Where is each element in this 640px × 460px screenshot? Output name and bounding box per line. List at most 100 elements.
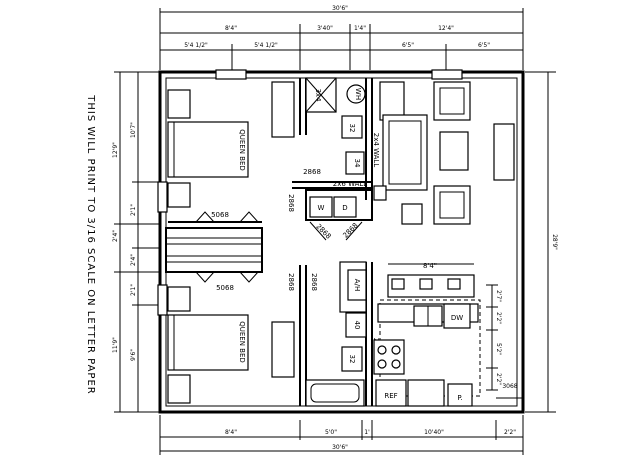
wall-2x6-label: 2x6 WALL: [333, 180, 368, 188]
bed-top-label: QUEEN BED: [238, 129, 246, 171]
washer: [309, 196, 333, 218]
laundry-box: [305, 189, 373, 221]
dim-top-sub-a: 5'4 1/2": [184, 42, 208, 49]
bedroom-top: QUEEN BED 5068: [167, 81, 295, 229]
pantry: [447, 383, 473, 407]
dim-left-a: 10'7": [130, 122, 137, 138]
left-dimensions: 10'7" 12'9" 2'1" 2'4" 2'4" 2'1" 9'6" 11'…: [112, 71, 162, 413]
door-2868-d-label: 2868: [341, 221, 359, 239]
bedroom-bottom: 5068 QUEEN BED: [167, 271, 295, 404]
dim-right-b: 2'2": [495, 312, 502, 324]
refrigerator: [375, 379, 407, 407]
queen-bed-bottom: [167, 314, 249, 371]
living-room: [373, 81, 515, 225]
tv-console: [493, 123, 515, 181]
dim-bottom-b: 5'0": [325, 429, 337, 436]
queen-bed-top: [167, 121, 249, 178]
dim-top-sub-b: 5'4 1/2": [254, 42, 278, 49]
water-heater: [346, 84, 366, 104]
washer-label: W: [318, 204, 325, 212]
kitchen-width-label: 8'4": [423, 262, 437, 270]
dryer: [333, 196, 357, 218]
dim-bottom-overall: 30'6": [332, 444, 348, 451]
end-table-top-left: [379, 81, 405, 121]
dim-left-d: 2'4": [112, 230, 119, 242]
t34-label: 34: [353, 159, 361, 168]
bathroom-bottom: 2868 2868 A/H 40 32 2x4 WALL: [287, 261, 380, 407]
dim-bottom-c: 1': [364, 429, 370, 436]
door-2868-e-label: 2868: [287, 273, 295, 291]
window-top-left: [215, 69, 247, 80]
dim-top-sub-d: 6'5": [478, 42, 490, 49]
door-2868-b-label: 2868: [287, 194, 295, 212]
dim-left-h: 11'9": [112, 337, 119, 353]
window-top-right: [431, 69, 463, 80]
door-2868-f-label: 2868: [310, 273, 318, 291]
dim-left-g: 9'6": [130, 349, 137, 361]
dim-top-sub-c: 6'5": [402, 42, 414, 49]
end-table-bottom: [401, 203, 423, 225]
dim-bottom-d: 10'40": [424, 429, 444, 436]
bottom-dimensions: 8'4" 5'0" 1' 10'40" 2'2" 30'6": [159, 415, 524, 455]
shower-label: 3x4: [314, 88, 322, 102]
dim-right-c: 5'2": [495, 343, 502, 355]
nightstand-bottom-1: [167, 286, 191, 312]
pantry-label: P.: [457, 394, 462, 402]
toilet-top: [341, 115, 363, 139]
bathroom-top: 3x4 WH 32 34 2x4 WALL 2068: [305, 77, 401, 175]
window-left-top: [157, 181, 168, 213]
wh-label: WH: [354, 88, 362, 100]
dim-left-e: 2'4": [130, 254, 137, 266]
dim-top-mid-a: 3'40": [317, 25, 333, 32]
dresser-bottom: [271, 321, 295, 378]
dryer-label: D: [342, 204, 347, 212]
nightstand-top-2: [167, 182, 191, 208]
dim-top-mid-b: 1'4": [354, 25, 366, 32]
dim-bottom-a: 8'4": [225, 429, 237, 436]
exterior-wall: [158, 70, 525, 414]
door-5068-top-label: 5068: [211, 211, 229, 219]
door-3068-label: 3068: [502, 383, 517, 390]
nightstand-bottom-2: [167, 374, 191, 404]
laundry: 2868 2x6 WALL W D 2868 2868 2868: [287, 168, 373, 241]
dim-top-right: 12'4": [438, 25, 454, 32]
nightstand-top-1: [167, 89, 191, 119]
dim-bottom-e: 2'2": [504, 429, 516, 436]
dim-left-f: 2'1": [130, 284, 137, 296]
side-stand: [373, 185, 387, 201]
dim-right-a: 2'7": [495, 290, 502, 302]
dim-right-d: 2'2": [495, 373, 502, 385]
ref-label: REF: [384, 392, 397, 400]
t40-label: 40: [353, 321, 361, 330]
dim-left-c: 2'1": [130, 204, 137, 216]
dim-top-left: 8'4": [225, 25, 237, 32]
wall-2x4-a-label: 2x4 WALL: [372, 133, 380, 168]
window-left-bottom: [157, 284, 168, 316]
vanity-34: [345, 151, 365, 175]
dim-left-b: 12'9": [112, 142, 119, 158]
cabinet-bottom: [407, 379, 445, 407]
coffee-table: [439, 131, 469, 171]
ah-label: A/H: [353, 279, 361, 291]
closet-center: [165, 227, 263, 273]
t32-bottom-label: 32: [348, 355, 356, 364]
range: [373, 339, 405, 375]
right-dimensions: 28'9" 2'7" 2'2" 5'2" 2'2" 3068: [486, 71, 558, 413]
dresser-top: [271, 81, 295, 138]
toilet-bottom: [341, 346, 363, 372]
dim-right-overall: 28'9": [551, 234, 558, 250]
kitchen: 8'4" DW REF P.: [373, 262, 481, 407]
door-2868-a-label: 2868: [303, 168, 321, 176]
dishwasher: [443, 303, 471, 329]
vanity-40: [345, 312, 367, 338]
dim-top-overall: 30'6": [332, 5, 348, 12]
door-5068-bottom-label: 5068: [216, 284, 234, 292]
door-2868-c-label: 2868: [314, 222, 332, 240]
print-scale-note: THIS WILL PRINT TO 3/16 SCALE ON LETTER …: [85, 94, 96, 394]
top-dimensions: 30'6" 8'4" 3'40" 1'4" 12'4" 5'4 1/2" 5'4…: [159, 5, 524, 70]
dw-label: DW: [451, 314, 463, 322]
sofa: [382, 114, 428, 191]
bed-bottom-label: QUEEN BED: [238, 321, 246, 363]
t32-top-label: 32: [348, 124, 356, 133]
